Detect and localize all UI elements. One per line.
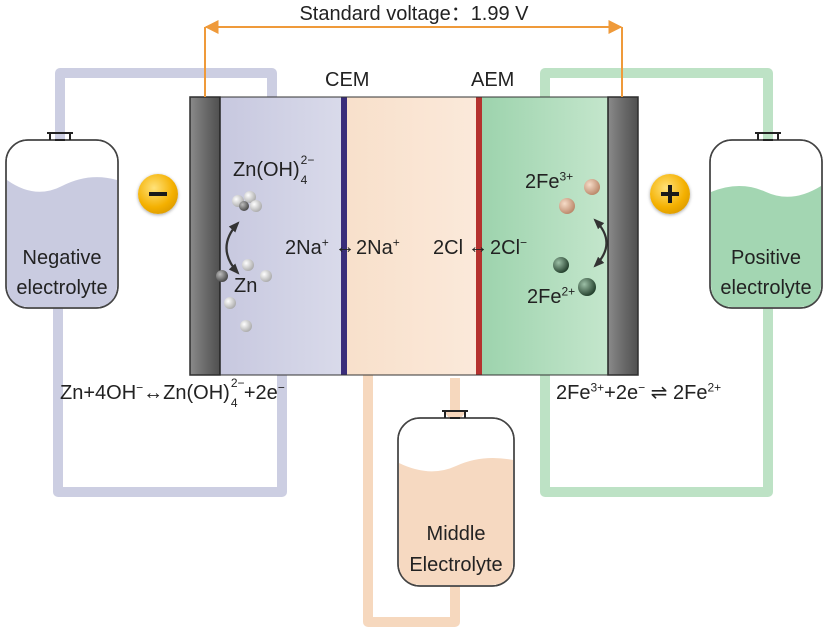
cem-label: CEM [325, 69, 370, 91]
negative-electrode [189, 96, 221, 376]
cem-membrane [341, 97, 347, 375]
negative-half-reaction: Zn+4OH−↔Zn(OH)2−4+2e− [60, 376, 285, 410]
positive-sign-icon [650, 174, 690, 214]
middle-tank [397, 417, 515, 587]
negative-redox-arrow [225, 221, 240, 275]
fe2-label: 2Fe2+ [527, 284, 576, 308]
middle-tank-cap [442, 410, 468, 419]
negative-electrolyte-loop [53, 68, 287, 497]
aem-membrane [476, 97, 482, 375]
negative-chamber [220, 97, 342, 375]
cl-ion-right: 2Cl− [490, 235, 528, 259]
middle-chamber [347, 97, 476, 375]
fe3-particles [559, 179, 600, 214]
cl-exchange-arrow: ↔ [468, 236, 488, 258]
positive-reaction-arrow: ⇌ [650, 382, 668, 404]
positive-tank-label-line1: Positive [730, 247, 802, 269]
positive-electrode [607, 96, 639, 376]
aem-label: AEM [471, 69, 515, 91]
fe3-label: 2Fe3+ [525, 169, 574, 193]
middle-tank-label-line2: Electrolyte [409, 554, 503, 576]
positive-chamber [482, 97, 608, 375]
voltage-label: Standard voltage：1.99 V [299, 3, 529, 25]
zinc-label: Zn [234, 275, 258, 297]
positive-half-reaction: 2Fe3++2e− ⇌ 2Fe2+ [556, 380, 722, 404]
positive-tank-label-line2: electrolyte [720, 277, 812, 299]
na-ion-left: 2Na+ [285, 235, 329, 259]
positive-electrolyte-loop [540, 68, 773, 497]
negative-tank-label-line1: Negative [22, 247, 102, 269]
na-ion-right: 2Na+ [356, 235, 400, 259]
negative-reaction-arrow: ↔ [143, 382, 164, 404]
negative-tank-label-line2: electrolyte [16, 277, 108, 299]
positive-tank-cap [755, 132, 781, 141]
zincate-label: Zn(OH)2−4 [233, 153, 315, 187]
fe2-particles [553, 257, 596, 296]
voltage-bracket [204, 27, 623, 97]
zincate-particle-cluster [232, 191, 262, 212]
negative-sign-icon [138, 174, 178, 214]
negative-tank-cap [47, 132, 73, 141]
cell-frame [189, 96, 639, 376]
middle-tank-label-line1: Middle [426, 523, 486, 545]
zinc-particles [216, 259, 272, 332]
cl-ion-left: 2Cl [433, 237, 464, 259]
positive-tank [709, 139, 823, 309]
na-exchange-arrow: ↔ [335, 236, 355, 258]
negative-tank [5, 139, 119, 309]
middle-electrolyte-loop [363, 362, 460, 627]
positive-redox-arrow [593, 218, 608, 268]
